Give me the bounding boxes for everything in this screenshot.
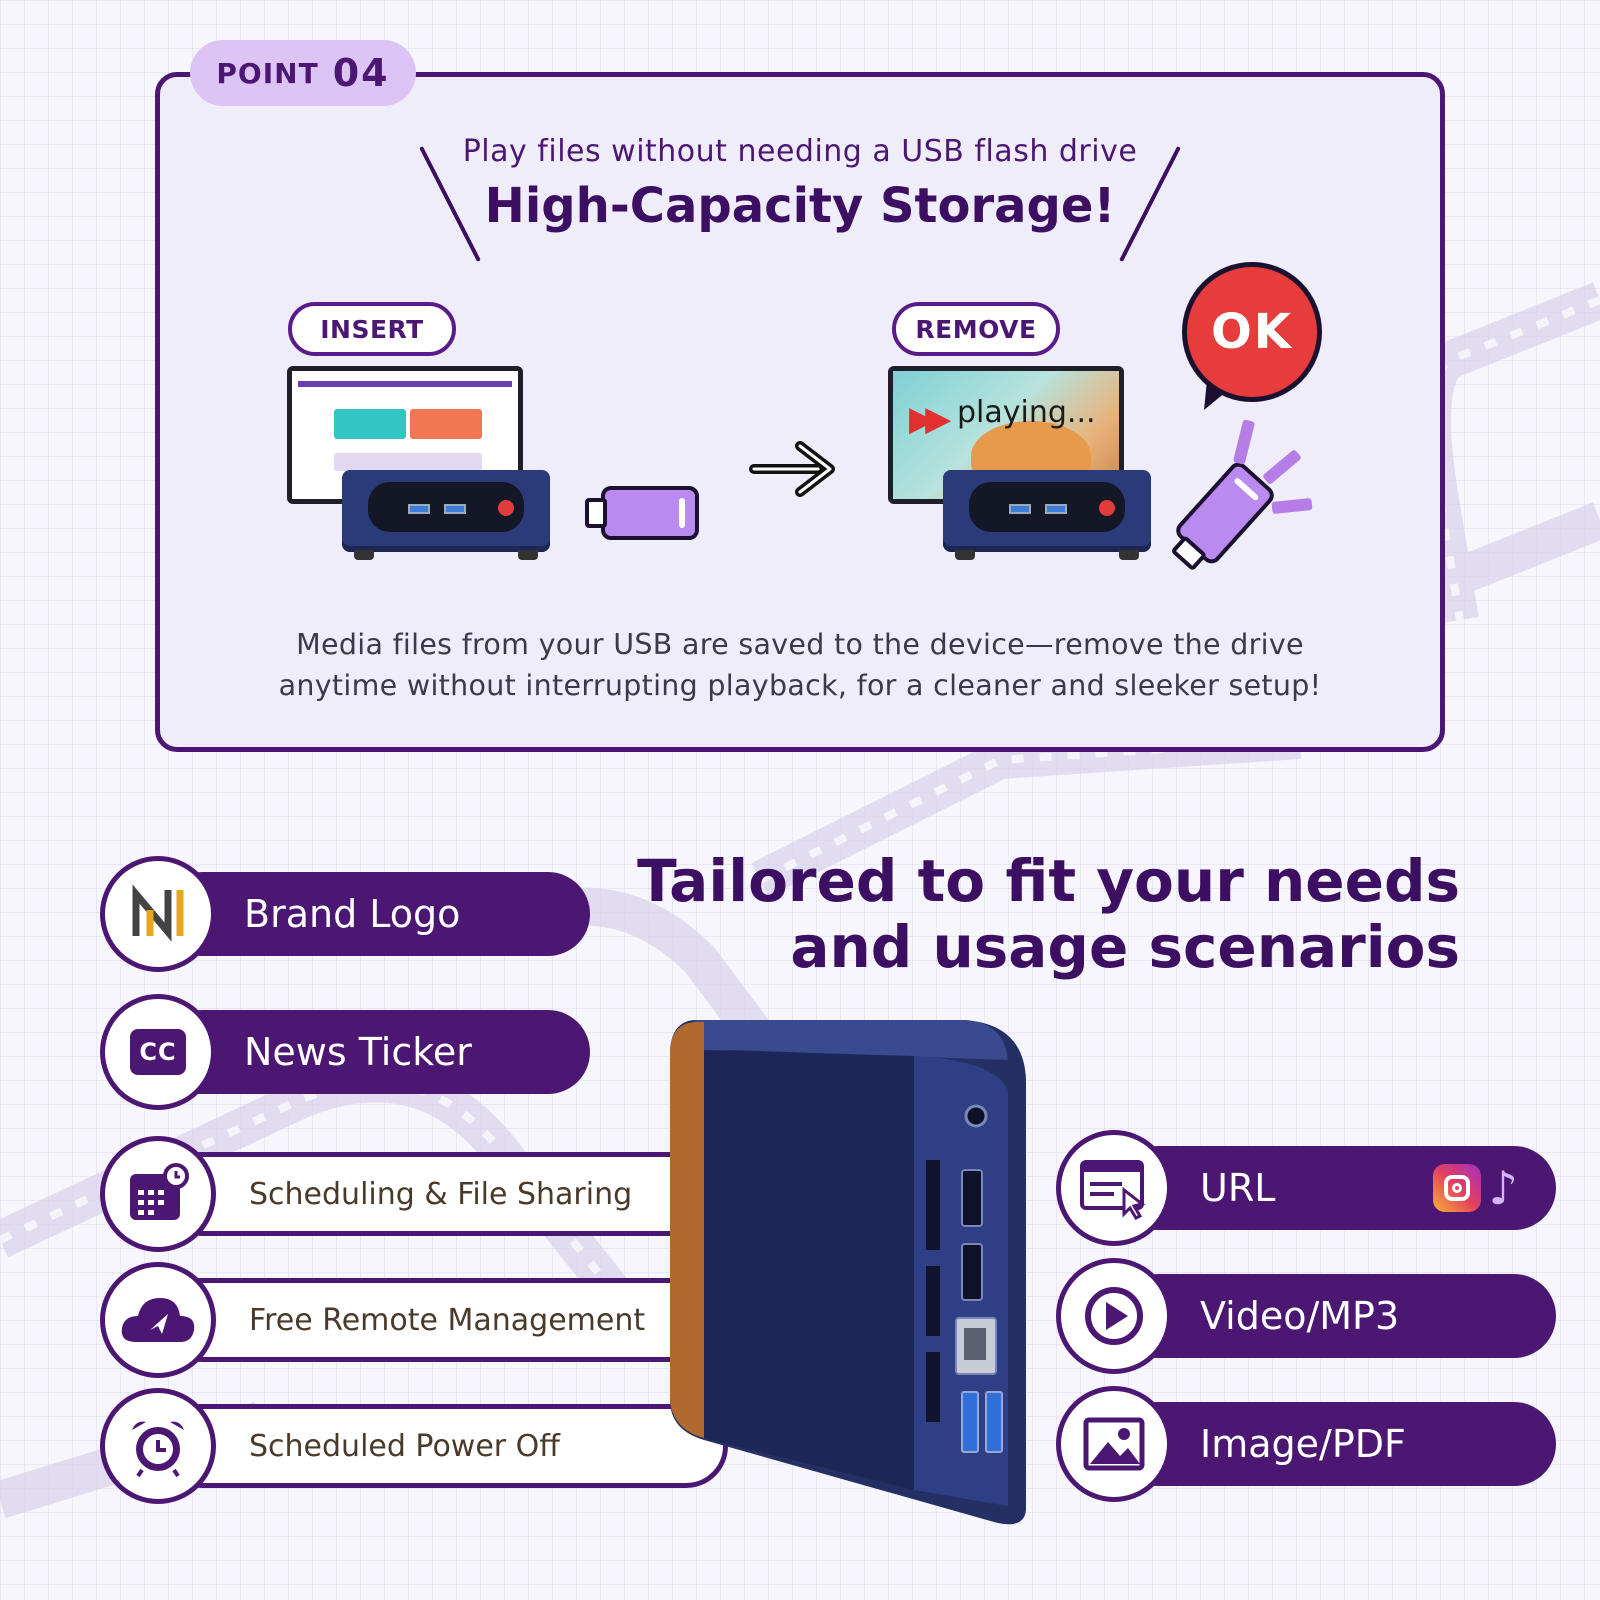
- alarm-clock-icon: [100, 1388, 216, 1504]
- instagram-icon: [1432, 1164, 1481, 1212]
- feature-label: Image/PDF: [1200, 1422, 1406, 1466]
- tiktok-icon: ♪: [1488, 1161, 1518, 1215]
- feature-label: Scheduling & File Sharing: [249, 1176, 633, 1212]
- feature-label: Free Remote Management: [249, 1302, 646, 1338]
- remove-tag: REMOVE: [892, 302, 1060, 356]
- cloud-upload-icon: [100, 1262, 216, 1378]
- usb-drive-icon: [585, 486, 699, 540]
- mini-pc-illustration-2: [943, 470, 1151, 560]
- feature-label: Brand Logo: [244, 892, 461, 936]
- section-title: Tailored to fit your needs and usage sce…: [580, 848, 1460, 980]
- section-title-line-1: Tailored to fit your needs: [637, 847, 1460, 915]
- card-subhead: Play files without needing a USB flash d…: [462, 134, 1138, 169]
- ok-bubble: OK: [1182, 262, 1322, 402]
- feature-label: Scheduled Power Off: [249, 1428, 560, 1464]
- card-headline: High-Capacity Storage!: [484, 178, 1116, 234]
- insert-tag: INSERT: [288, 302, 456, 356]
- brand-logo-icon: [100, 856, 216, 972]
- arrow-right-icon: [749, 441, 835, 497]
- browser-cursor-icon: [1056, 1130, 1172, 1246]
- social-icons: ♪: [1432, 1161, 1518, 1215]
- feature-label: Video/MP3: [1200, 1294, 1400, 1338]
- calendar-clock-icon: [100, 1136, 216, 1252]
- playing-text: playing...: [957, 395, 1096, 430]
- play-circle-icon: [1056, 1258, 1172, 1374]
- image-icon: [1056, 1386, 1172, 1502]
- feature-label: URL: [1200, 1166, 1276, 1210]
- fast-forward-icon: ▶▶: [909, 399, 951, 439]
- mini-pc-illustration: [342, 470, 550, 560]
- card-description: Media files from your USB are saved to t…: [278, 628, 1322, 702]
- point-word: POINT: [216, 56, 319, 90]
- point-badge: POINT 04: [190, 40, 416, 106]
- section-title-line-2: and usage scenarios: [790, 913, 1460, 981]
- feature-label: News Ticker: [244, 1030, 472, 1074]
- point-number: 04: [332, 51, 390, 95]
- mini-pc-device-illustration: [670, 1020, 1026, 1525]
- cc-icon: CC: [100, 994, 216, 1110]
